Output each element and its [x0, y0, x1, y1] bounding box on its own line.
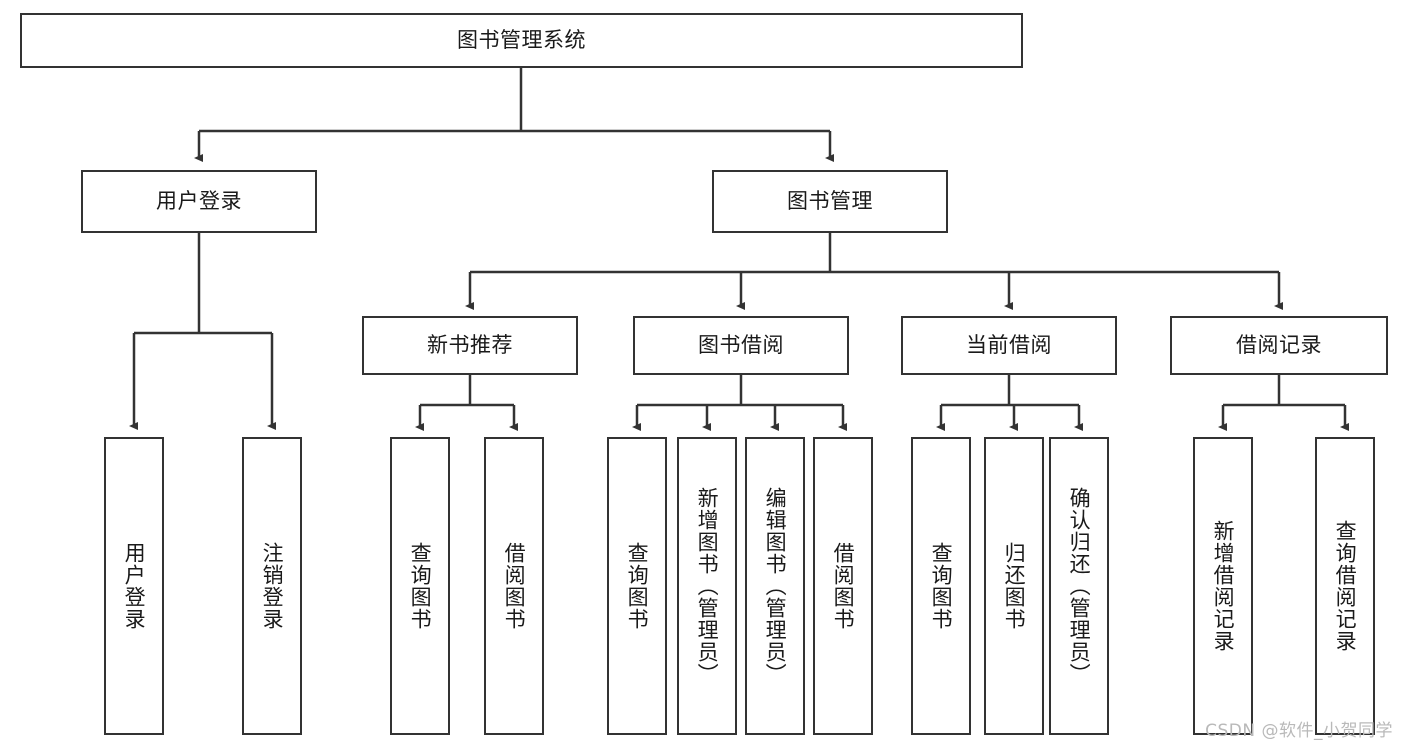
node-current-borrow[interactable]: 当前借阅	[901, 316, 1117, 375]
leaf-add-borrow-record-label: 新增借阅记录	[1211, 520, 1236, 652]
leaf-query-book-recommend-label: 查询图书	[408, 542, 433, 630]
leaf-borrow-book-recommend-label: 借阅图书	[502, 542, 527, 630]
node-root-label: 图书管理系统	[457, 27, 586, 52]
leaf-query-book-borrow-label: 查询图书	[625, 542, 650, 630]
leaf-query-book-recommend[interactable]: 查询图书	[390, 437, 450, 735]
leaf-confirm-return-admin-label: 确认归还（管理员）	[1067, 487, 1092, 685]
leaf-return-book[interactable]: 归还图书	[984, 437, 1044, 735]
leaf-return-book-label: 归还图书	[1002, 542, 1027, 630]
node-borrow-record[interactable]: 借阅记录	[1170, 316, 1388, 375]
leaf-add-borrow-record[interactable]: 新增借阅记录	[1193, 437, 1253, 735]
node-new-book-recommend-label: 新书推荐	[427, 332, 513, 357]
node-new-book-recommend[interactable]: 新书推荐	[362, 316, 578, 375]
leaf-edit-book-admin[interactable]: 编辑图书（管理员）	[745, 437, 805, 735]
node-book-management[interactable]: 图书管理	[712, 170, 948, 233]
node-current-borrow-label: 当前借阅	[966, 332, 1052, 357]
node-book-borrow-label: 图书借阅	[698, 332, 784, 357]
leaf-query-book-borrow[interactable]: 查询图书	[607, 437, 667, 735]
leaf-query-borrow-record[interactable]: 查询借阅记录	[1315, 437, 1375, 735]
leaf-logout-label: 注销登录	[260, 542, 285, 630]
node-book-borrow[interactable]: 图书借阅	[633, 316, 849, 375]
leaf-borrow-book-label: 借阅图书	[831, 542, 856, 630]
leaf-query-book-current-label: 查询图书	[929, 542, 954, 630]
node-user-login-label: 用户登录	[156, 188, 242, 213]
leaf-add-book-admin-label: 新增图书（管理员）	[695, 487, 720, 685]
leaf-user-login[interactable]: 用户登录	[104, 437, 164, 735]
leaf-query-book-current[interactable]: 查询图书	[911, 437, 971, 735]
node-user-login[interactable]: 用户登录	[81, 170, 317, 233]
leaf-borrow-book[interactable]: 借阅图书	[813, 437, 873, 735]
node-root[interactable]: 图书管理系统	[20, 13, 1023, 68]
node-borrow-record-label: 借阅记录	[1236, 332, 1322, 357]
leaf-confirm-return-admin[interactable]: 确认归还（管理员）	[1049, 437, 1109, 735]
leaf-borrow-book-recommend[interactable]: 借阅图书	[484, 437, 544, 735]
leaf-add-book-admin[interactable]: 新增图书（管理员）	[677, 437, 737, 735]
leaf-user-login-label: 用户登录	[122, 542, 147, 630]
leaf-edit-book-admin-label: 编辑图书（管理员）	[763, 487, 788, 685]
node-book-management-label: 图书管理	[787, 188, 873, 213]
leaf-query-borrow-record-label: 查询借阅记录	[1333, 520, 1358, 652]
leaf-logout[interactable]: 注销登录	[242, 437, 302, 735]
